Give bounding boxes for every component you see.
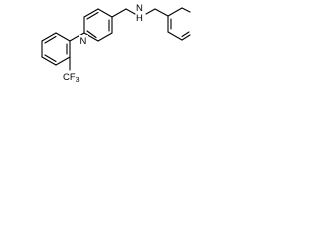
bond (97, 8, 113, 18)
double-bond-inner (181, 31, 190, 38)
amine-hydrogen-label: H (136, 13, 143, 24)
bond (181, 34, 191, 41)
cf3-subscript: 3 (76, 77, 80, 84)
atom-bg (79, 35, 88, 45)
bond (181, 7, 191, 13)
bond (41, 56, 57, 66)
bond (83, 32, 99, 42)
bond-ch2-n (125, 8, 136, 15)
bond (167, 31, 183, 41)
bond-ch2 (111, 8, 127, 18)
pyridine-ring (83, 8, 113, 42)
bond (167, 7, 183, 17)
double-bond-inner (86, 30, 97, 39)
cf3-label: CF3 (63, 72, 80, 84)
bond-biaryl (69, 32, 85, 42)
chemical-structure-diagram: N N H CF3 (41, 3, 191, 84)
bond (55, 56, 71, 66)
benzyl-phenyl-ring (167, 7, 191, 41)
trifluoromethylphenyl-ring (41, 32, 71, 66)
double-bond-inner (44, 54, 57, 63)
bond (41, 32, 57, 42)
bond (97, 32, 113, 42)
double-bond-inner (44, 35, 57, 44)
bond-n-ch2 (145, 8, 156, 15)
double-bond-inner (86, 11, 99, 20)
amine-nitrogen-label: N (136, 3, 143, 14)
pyridine-nitrogen-label: N (80, 36, 87, 47)
cf3-cf-text: CF (63, 72, 76, 83)
bond-ch2-ph (154, 8, 169, 17)
bond (55, 32, 71, 42)
bond (83, 8, 99, 18)
